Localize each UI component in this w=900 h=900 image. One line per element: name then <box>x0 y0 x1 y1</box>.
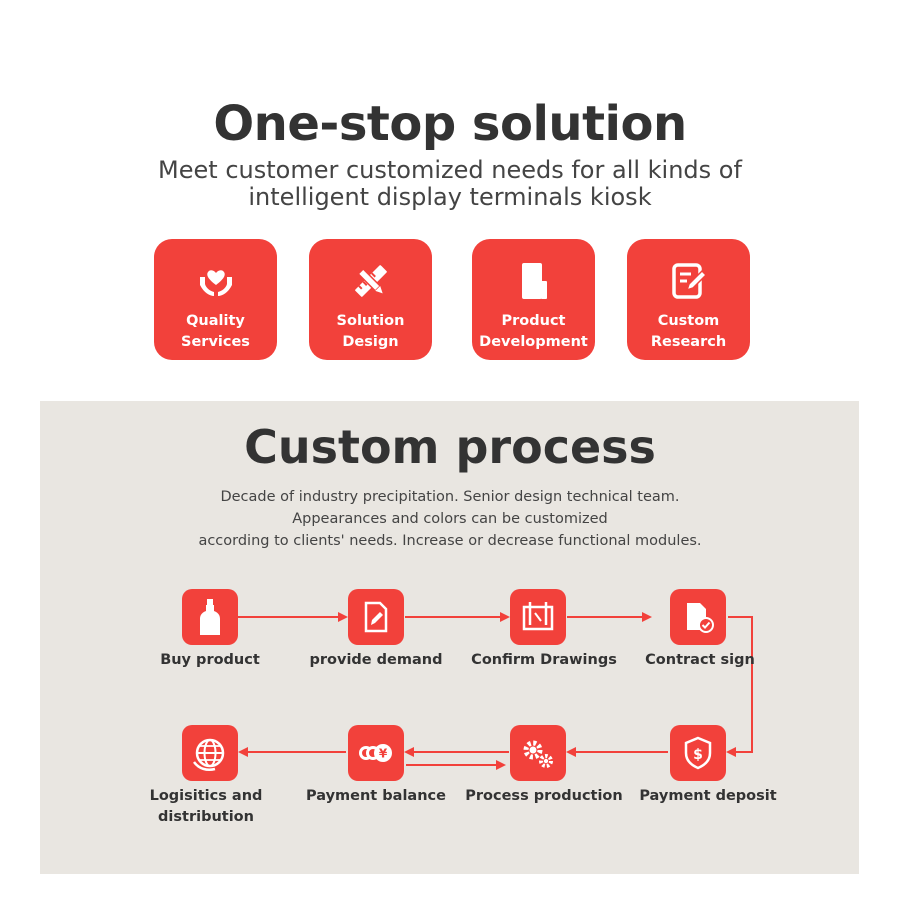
globe-icon <box>182 725 238 781</box>
svg-text:$: $ <box>693 747 703 763</box>
edit-document-icon <box>667 259 711 303</box>
page-title: One-stop solution <box>213 96 687 152</box>
svg-text:¥: ¥ <box>379 747 388 761</box>
gears-icon <box>510 725 566 781</box>
tile-solution-design: Solution Design <box>309 239 432 360</box>
blueprint-icon <box>510 589 566 645</box>
coins-yen-icon: ¥ <box>348 725 404 781</box>
process-desc-line-2: Appearances and colors can be customized <box>292 511 608 527</box>
subtitle-line-2: intelligent display terminals kiosk <box>248 183 652 211</box>
step-label-payment-balance: Payment balance <box>306 788 446 804</box>
step-label-confirm-drawings: Confirm Drawings <box>471 652 617 668</box>
shield-dollar-icon: $ <box>670 725 726 781</box>
page-subtitle: Meet customer customized needs for all k… <box>0 157 900 211</box>
step-label-buy-product: Buy product <box>160 652 260 668</box>
heart-hands-icon <box>194 259 238 303</box>
device-icon <box>512 259 556 303</box>
tile-product-development: Product Development <box>472 239 595 360</box>
subtitle-line-1: Meet customer customized needs for all k… <box>158 156 742 184</box>
step-label-payment-deposit: Payment deposit <box>639 788 777 804</box>
process-desc-line-1: Decade of industry precipitation. Senior… <box>220 489 680 505</box>
process-desc-line-3: according to clients' needs. Increase or… <box>198 533 702 549</box>
tile-label: Solution Design <box>336 313 405 350</box>
tile-label: Quality Services <box>181 313 250 350</box>
step-label-provide-demand: provide demand <box>309 652 443 668</box>
tile-custom-research: Custom Research <box>627 239 750 360</box>
bottle-icon <box>182 589 238 645</box>
step-label-process-production: Process production <box>465 788 623 804</box>
contract-check-icon <box>670 589 726 645</box>
step-label-logistics-distribution: Logisitics and distribution <box>149 788 263 825</box>
document-pen-icon <box>348 589 404 645</box>
pencil-ruler-icon <box>349 259 393 303</box>
process-description: Decade of industry precipitation. Senior… <box>0 486 900 552</box>
process-title: Custom process <box>244 420 656 474</box>
arrow-contract-to-deposit <box>726 616 753 757</box>
step-label-contract-sign: Contract sign <box>645 652 755 668</box>
tile-quality-services: Quality Services <box>154 239 277 360</box>
tile-label: Product Development <box>479 313 588 350</box>
tile-label: Custom Research <box>650 313 727 350</box>
